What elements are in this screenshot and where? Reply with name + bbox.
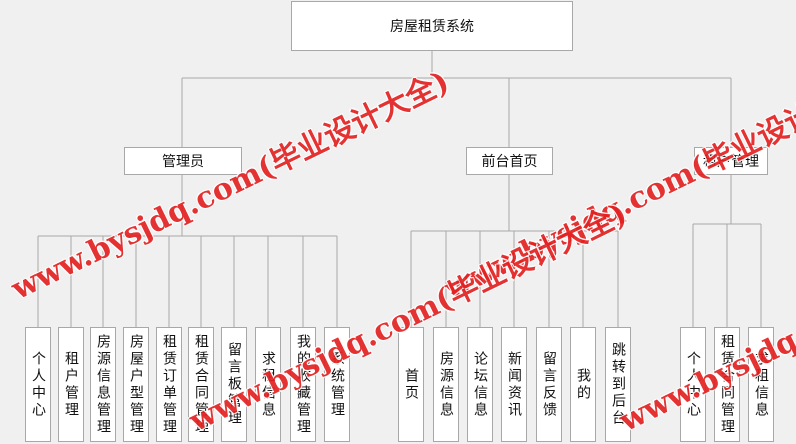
leaf-label: 租赁合同管理 <box>193 333 209 436</box>
branch-label: 管理员 <box>162 154 204 170</box>
leaf-node: 我的 <box>570 327 596 442</box>
leaf-label: 租户管理 <box>63 350 79 419</box>
branch-label: 前台首页 <box>481 154 538 170</box>
leaf-node: 留言反馈 <box>536 327 562 442</box>
leaf-node: 个人中心 <box>680 327 706 442</box>
branch-node-tenant: 租户管理 <box>694 147 768 175</box>
leaf-label: 新闻资讯 <box>506 350 522 419</box>
leaf-node: 房源信息管理 <box>90 327 116 442</box>
leaf-label: 租赁订单管理 <box>161 333 177 436</box>
leaf-label: 求租信息 <box>753 350 769 419</box>
leaf-node: 房源信息 <box>433 327 459 442</box>
root-label: 房屋租赁系统 <box>390 19 474 35</box>
branch-node-frontend: 前台首页 <box>466 147 553 175</box>
leaf-label: 我的收藏管理 <box>295 333 311 436</box>
leaf-node: 个人中心 <box>25 327 51 442</box>
leaf-label: 留言板管理 <box>226 342 242 427</box>
leaf-node: 租户管理 <box>58 327 84 442</box>
leaf-node: 房屋户型管理 <box>123 327 149 442</box>
leaf-label: 留言反馈 <box>541 350 557 419</box>
leaf-label: 个人中心 <box>685 350 701 419</box>
leaf-label: 系统管理 <box>329 350 345 419</box>
leaf-label: 首页 <box>403 367 419 402</box>
leaf-node: 求租信息 <box>748 327 774 442</box>
leaf-label: 论坛信息 <box>472 350 488 419</box>
leaf-node: 论坛信息 <box>467 327 493 442</box>
leaf-label: 房源信息管理 <box>95 333 111 436</box>
leaf-label: 我的 <box>575 367 591 402</box>
leaf-node: 租赁合同管理 <box>714 327 740 442</box>
leaf-node: 跳转到后台 <box>605 327 631 442</box>
root-node: 房屋租赁系统 <box>291 1 573 51</box>
leaf-label: 租赁合同管理 <box>719 333 735 436</box>
leaf-label: 求租信息 <box>260 350 276 419</box>
leaf-label: 房屋户型管理 <box>128 333 144 436</box>
leaf-label: 跳转到后台 <box>610 342 626 427</box>
leaf-node: 我的收藏管理 <box>290 327 316 442</box>
leaf-node: 系统管理 <box>324 327 350 442</box>
branch-label: 租户管理 <box>703 154 759 170</box>
branch-node-admin: 管理员 <box>124 147 242 175</box>
leaf-node: 求租信息 <box>255 327 281 442</box>
leaf-node: 新闻资讯 <box>501 327 527 442</box>
leaf-node: 留言板管理 <box>221 327 247 442</box>
leaf-node: 首页 <box>398 327 424 442</box>
leaf-node: 租赁订单管理 <box>156 327 182 442</box>
leaf-node: 租赁合同管理 <box>188 327 214 442</box>
leaf-label: 个人中心 <box>30 350 46 419</box>
leaf-label: 房源信息 <box>438 350 454 419</box>
